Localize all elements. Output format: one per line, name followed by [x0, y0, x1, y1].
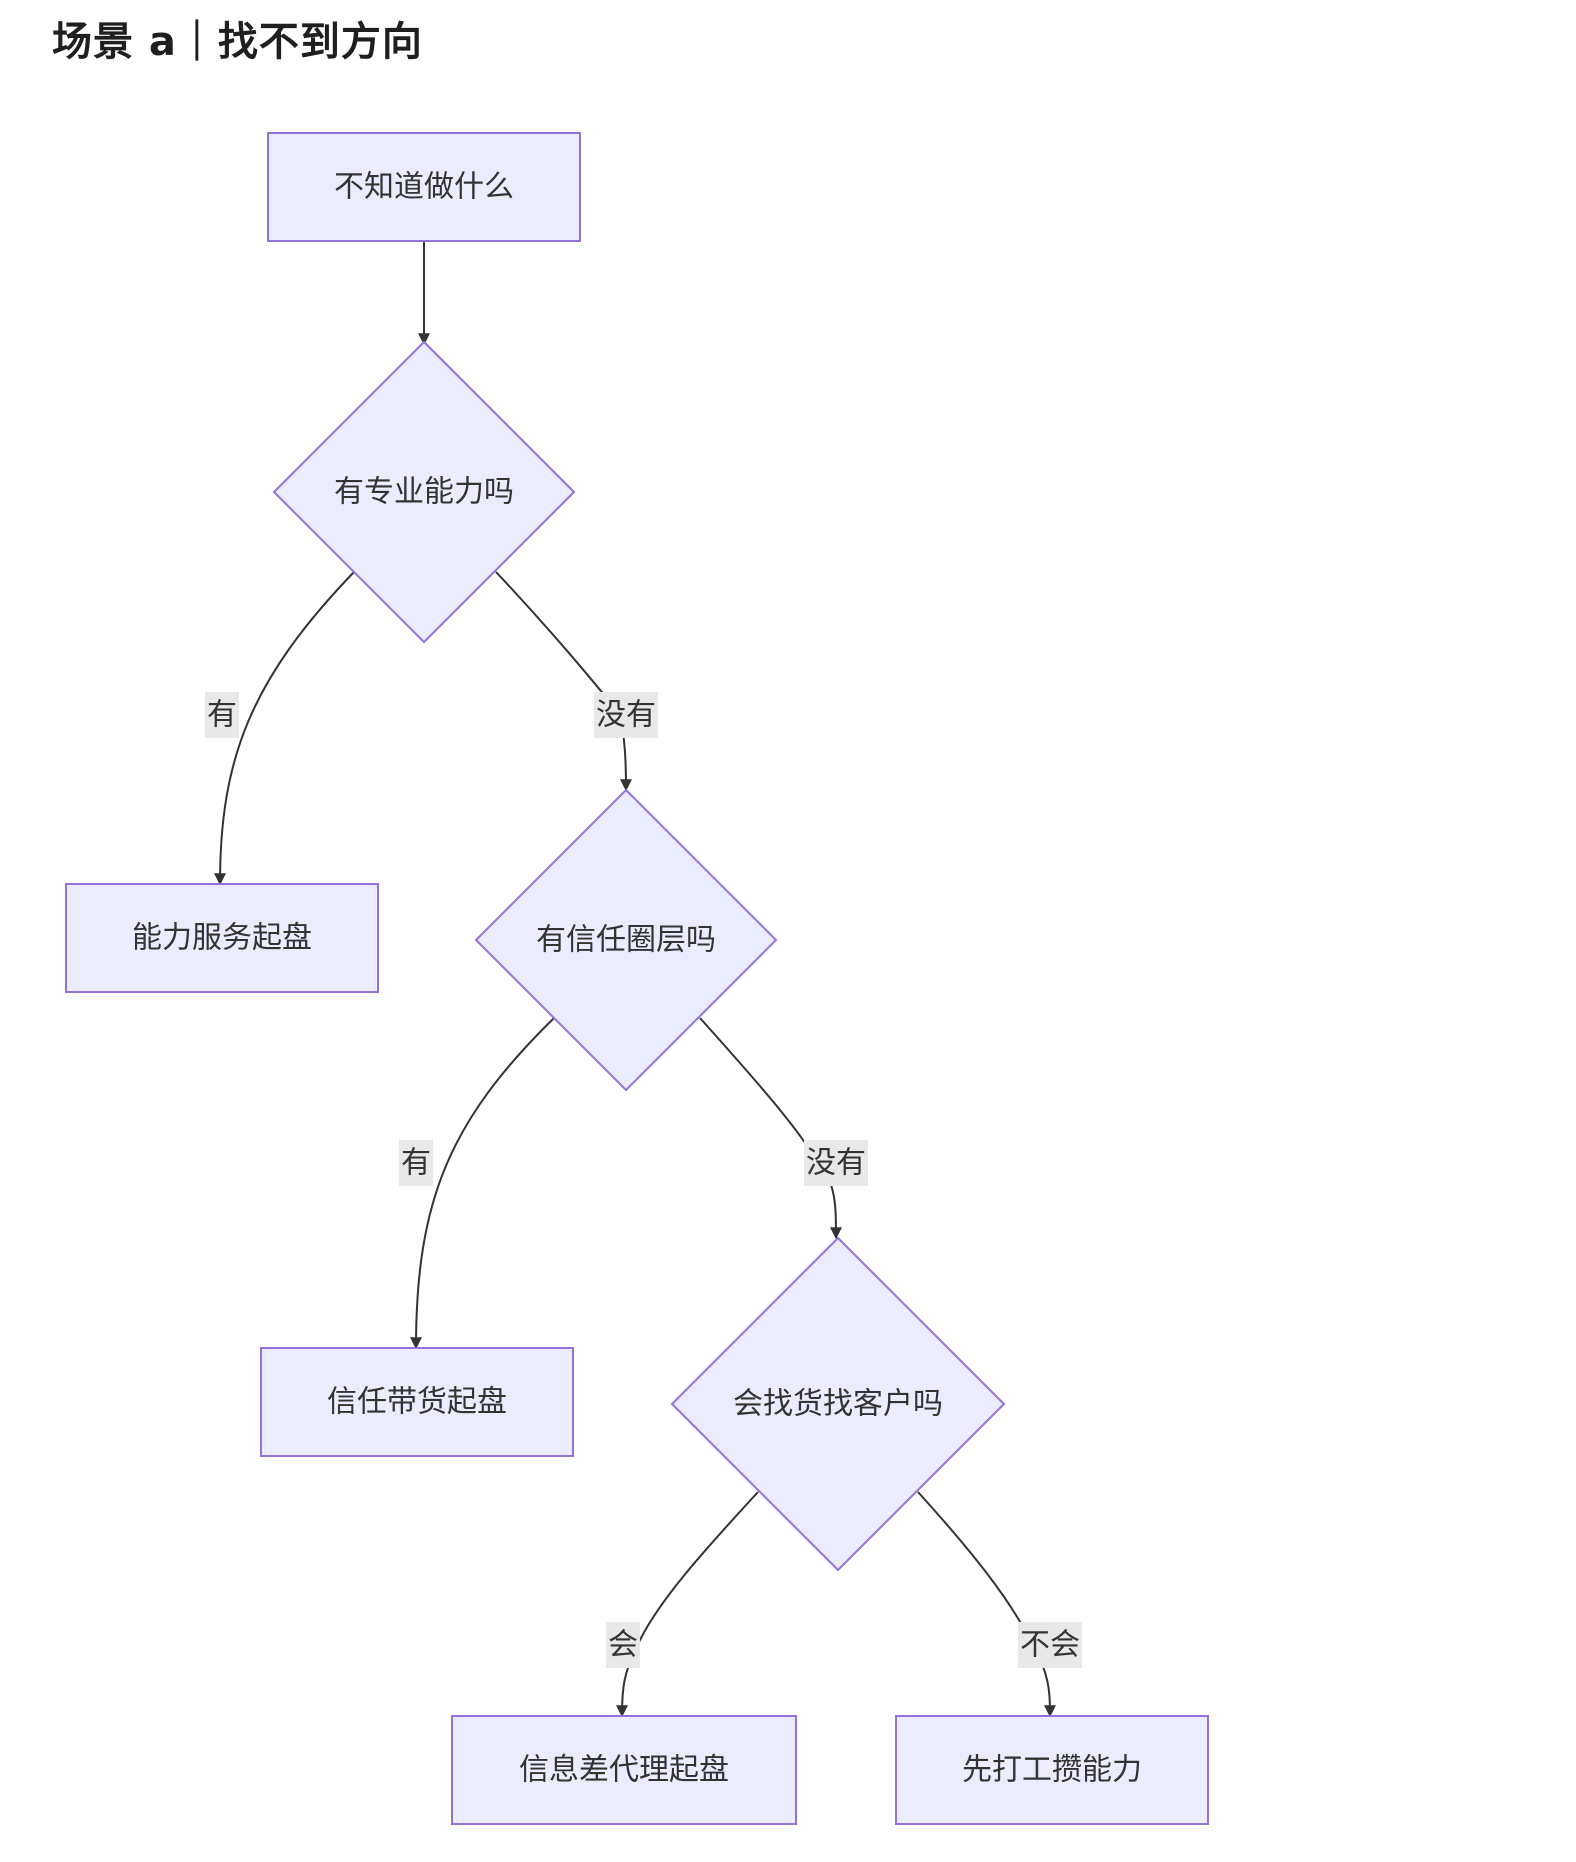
- node-r-skill-box: [65, 883, 379, 993]
- nodes: [65, 132, 1209, 1825]
- edge-label-sales-no-text: 不会: [1020, 1628, 1080, 1663]
- edge-skill-yes: [214, 571, 355, 886]
- edge-label-trust-no-text: 没有: [806, 1146, 866, 1181]
- edge-label-skill-yes: 有: [205, 692, 239, 738]
- node-r-build-label: 先打工攒能力: [962, 1753, 1142, 1788]
- node-r-arbitrage-box: [451, 1715, 797, 1825]
- edge-label-skill-no-text: 没有: [596, 698, 656, 733]
- node-q-sales-diamond: [670, 1236, 1006, 1572]
- node-r-trust-label: 信任带货起盘: [327, 1385, 507, 1420]
- edge-sales-yes: [616, 1491, 759, 1718]
- node-labels: 不知道做什么 有专业能力吗 能力服务起盘 有信任圈层吗 信任带货起盘 会找货找客…: [132, 170, 1142, 1788]
- edge-label-sales-yes-text: 会: [608, 1628, 638, 1663]
- edge-label-skill-yes-text: 有: [207, 698, 237, 733]
- edge-label-sales-no: 不会: [1018, 1622, 1082, 1668]
- page-title: 场景 a｜找不到方向: [52, 19, 423, 65]
- node-q-skill-label: 有专业能力吗: [334, 475, 514, 510]
- edge-label-sales-yes: 会: [606, 1622, 640, 1668]
- edge-label-trust-yes: 有: [399, 1140, 433, 1186]
- node-r-trust-box: [260, 1347, 574, 1457]
- node-start-box: [267, 132, 581, 242]
- edge-label-trust-yes-text: 有: [401, 1146, 431, 1181]
- node-start-label: 不知道做什么: [334, 170, 514, 205]
- edge-labels: 有 没有 有 没有 会 不会: [205, 692, 1082, 1668]
- edge-trust-yes: [410, 1017, 555, 1350]
- edge-skill-no: [495, 571, 632, 792]
- node-r-build-box: [895, 1715, 1209, 1825]
- edge-label-trust-no: 没有: [804, 1140, 868, 1186]
- edge-label-skill-no: 没有: [594, 692, 658, 738]
- node-r-skill-label: 能力服务起盘: [132, 921, 312, 956]
- node-q-skill-diamond: [272, 340, 576, 644]
- node-q-trust-diamond: [474, 788, 778, 1092]
- edge-trust-no: [699, 1017, 842, 1240]
- node-q-sales-label: 会找货找客户吗: [733, 1387, 943, 1422]
- edge-sales-no: [917, 1491, 1056, 1718]
- node-r-arbitrage-label: 信息差代理起盘: [519, 1753, 729, 1788]
- node-q-trust-label: 有信任圈层吗: [536, 923, 716, 958]
